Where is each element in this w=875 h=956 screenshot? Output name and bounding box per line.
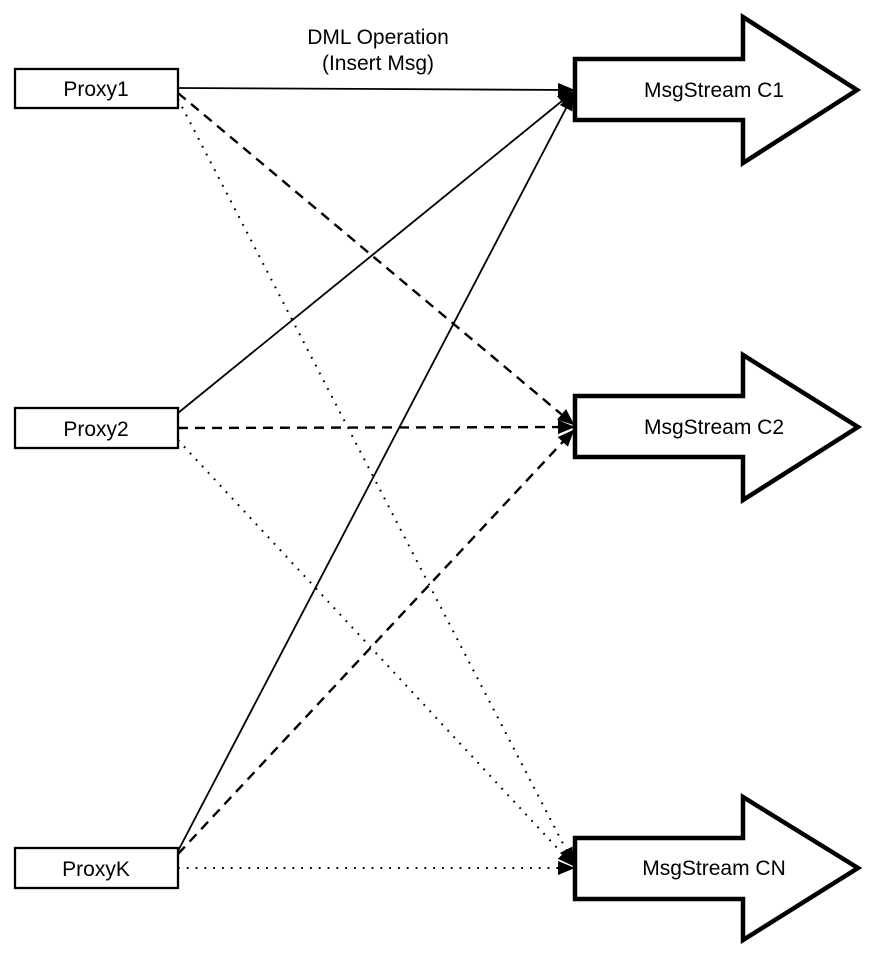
msgstream-c2-node: MsgStream C2 — [572, 350, 863, 505]
proxy1-label: Proxy1 — [63, 78, 128, 101]
proxy2-label: Proxy2 — [63, 418, 128, 441]
edge-proxy1-to-cn — [177, 98, 574, 865]
edge-proxy2-to-c2 — [177, 420, 575, 435]
edge-proxy1-to-c1 — [177, 82, 575, 97]
diagram-title-line2: (Insert Msg) — [322, 52, 434, 75]
msgstream-c2-label: MsgStream C2 — [644, 416, 784, 439]
edge-proxy2-to-c1 — [177, 90, 575, 414]
msgstream-c2-arrow — [572, 350, 863, 505]
diagram-title-line1: DML Operation — [307, 26, 449, 49]
edge-proxyk-to-c1 — [177, 93, 574, 852]
edge-proxy2-to-cn — [177, 439, 575, 867]
proxyk-box — [13, 846, 180, 890]
proxy2-box — [13, 406, 180, 450]
msgstream-c1-node: MsgStream C1 — [572, 12, 862, 168]
msgstream-cn-node: MsgStream CN — [572, 792, 863, 945]
msgstream-c1-label: MsgStream C1 — [644, 79, 784, 102]
edge-layer — [177, 82, 575, 875]
proxy1-node: Proxy1 — [13, 67, 180, 110]
msgstream-cn-label: MsgStream CN — [642, 857, 786, 880]
edge-proxy1-to-c2 — [177, 92, 575, 426]
msgstream-cn-arrow — [572, 792, 863, 945]
proxy1-box — [13, 67, 180, 110]
edge-proxyk-to-c2 — [177, 429, 575, 855]
proxyk-label: ProxyK — [62, 858, 130, 881]
msgstream-c1-arrow — [572, 12, 862, 168]
proxy2-node: Proxy2 — [13, 406, 180, 450]
proxyk-node: ProxyK — [13, 846, 180, 890]
